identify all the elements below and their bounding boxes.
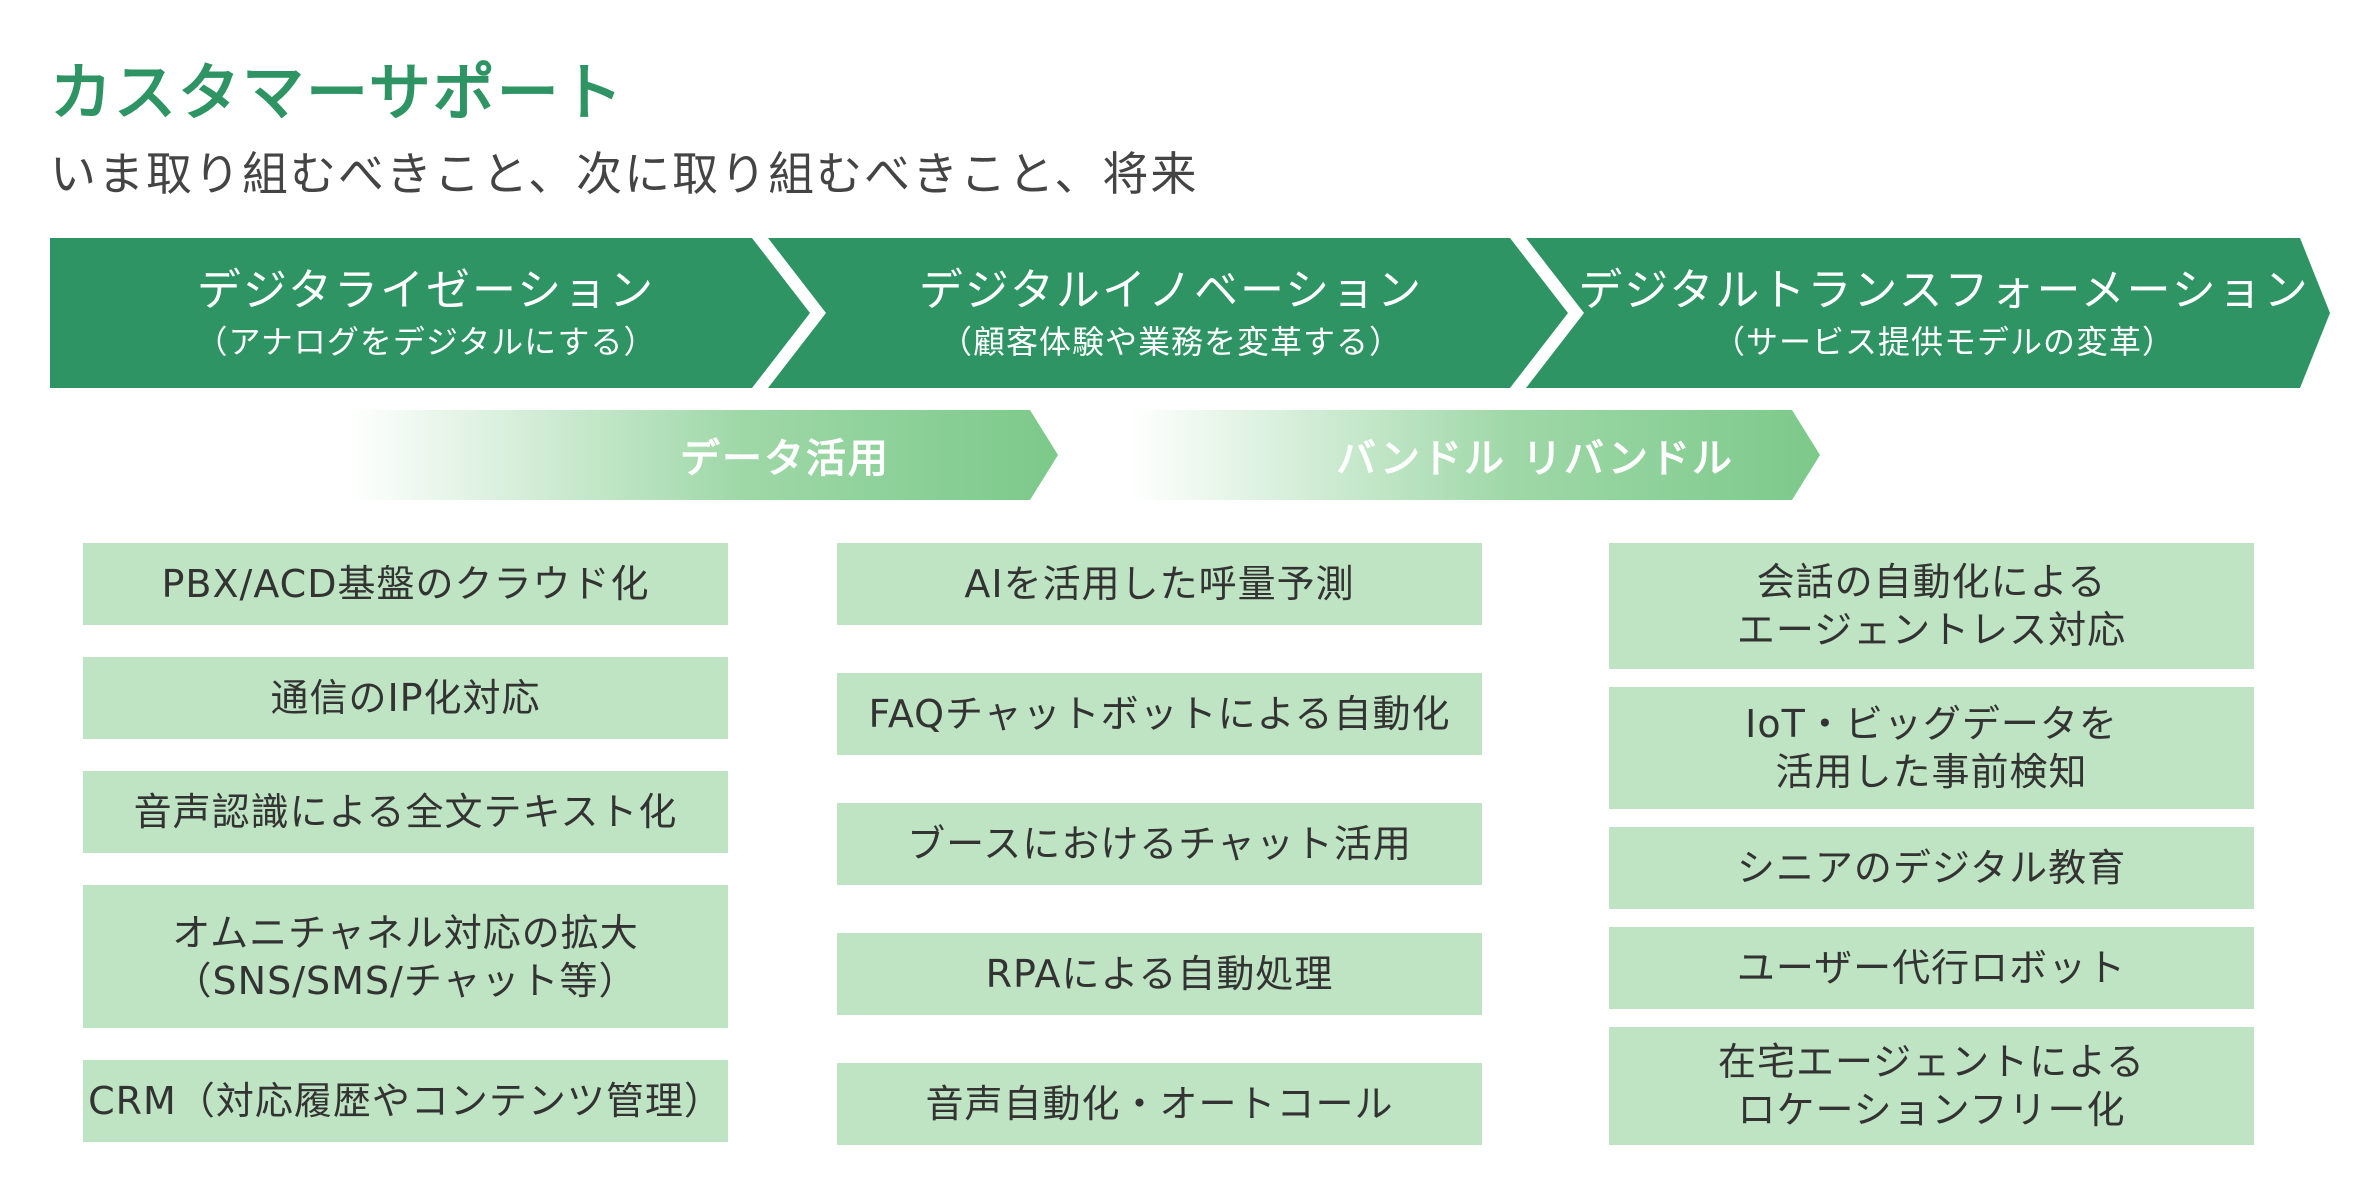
item-remote-agent: 在宅エージェントによる ロケーションフリー化: [1609, 1027, 2254, 1145]
band-data-utilization: データ活用: [680, 436, 890, 482]
band-bundle-rebundle: バンドル リバンドル: [1336, 436, 1734, 482]
phase-1-title: デジタライゼーション: [196, 265, 656, 316]
page-title: カスタマーサポート: [50, 56, 625, 129]
phase-1: デジタライゼーション （アナログをデジタルにする）: [50, 238, 802, 388]
item-booth-chat: ブースにおけるチャット活用: [837, 803, 1482, 885]
page-subtitle: いま取り組むべきこと、次に取り組むべきこと、将来: [50, 147, 1199, 201]
item-rpa: RPAによる自動処理: [837, 933, 1482, 1015]
item-pbx-acd-cloud: PBX/ACD基盤のクラウド化: [83, 543, 728, 625]
item-user-proxy-robot: ユーザー代行ロボット: [1609, 927, 2254, 1009]
item-ip-communication: 通信のIP化対応: [83, 657, 728, 739]
phase-3-subtitle: （サービス提供モデルの変革）: [1712, 323, 2175, 361]
item-ai-call-forecast: AIを活用した呼量予測: [837, 543, 1482, 625]
item-crm: CRM（対応履歴やコンテンツ管理）: [83, 1060, 728, 1142]
phase-1-subtitle: （アナログをデジタルにする）: [195, 323, 657, 361]
item-voice-autocall: 音声自動化・オートコール: [837, 1063, 1482, 1145]
phase-chevron-1: [50, 238, 810, 388]
item-agentless: 会話の自動化による エージェントレス対応: [1609, 543, 2254, 669]
item-omnichannel: オムニチャネル対応の拡大 （SNS/SMS/チャット等）: [83, 885, 728, 1028]
phase-2-subtitle: （顧客体験や業務を変革する）: [939, 323, 1402, 361]
item-iot-bigdata: IoT・ビッグデータを 活用した事前検知: [1609, 687, 2254, 809]
item-speech-recognition: 音声認識による全文テキスト化: [83, 771, 728, 853]
phase-chevron-3: [1526, 238, 2330, 388]
phase-chevron-2: [768, 238, 1568, 388]
phase-2-title: デジタルイノベーション: [918, 265, 1424, 316]
phase-3-title: デジタルトランスフォーメーション: [1578, 265, 2310, 316]
phase-3: デジタルトランスフォーメーション （サービス提供モデルの変革）: [1578, 238, 2308, 388]
item-senior-education: シニアのデジタル教育: [1609, 827, 2254, 909]
item-faq-chatbot: FAQチャットボットによる自動化: [837, 673, 1482, 755]
phase-2: デジタルイノベーション （顧客体験や業務を変革する）: [826, 238, 1516, 388]
